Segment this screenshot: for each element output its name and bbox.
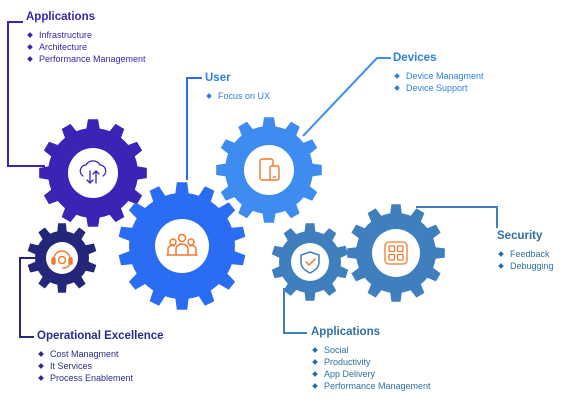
- list-item: Device Managment: [393, 70, 484, 82]
- list-item: Social: [311, 344, 431, 356]
- security-block: Security Feedback Debugging: [497, 230, 554, 272]
- devices-title: Devices: [393, 52, 437, 64]
- connector-applications-top: [7, 21, 45, 167]
- app-grid-icon: [384, 241, 408, 265]
- connector-applications-bottom: [283, 288, 307, 334]
- list-item: It Services: [37, 360, 164, 372]
- gear-devices-hub: [244, 145, 294, 195]
- list-item: Performance Management: [26, 53, 146, 65]
- gear-support-hub: [46, 242, 78, 274]
- list-item: App Delivery: [311, 368, 431, 380]
- security-title: Security: [497, 230, 543, 242]
- connector-operational: [19, 257, 37, 338]
- connector-user: [186, 77, 202, 180]
- gear-cloud-hub: [68, 148, 118, 198]
- connector-security: [416, 206, 498, 228]
- cloud-transfer-icon: [79, 160, 107, 184]
- list-item: Device Support: [393, 82, 484, 94]
- gear-user-hub: [155, 219, 209, 273]
- list-item: Process Enablement: [37, 372, 164, 384]
- list-item: Infrastructure: [26, 29, 146, 41]
- devices-block: Devices Device Managment Device Support: [393, 52, 484, 94]
- devices-list: Device Managment Device Support: [393, 70, 484, 94]
- list-item: Productivity: [311, 356, 431, 368]
- gear-shield-hub: [291, 243, 329, 281]
- applications-bottom-list: Social Productivity App Delivery Perform…: [311, 344, 431, 392]
- gear-grid-hub: [372, 229, 420, 277]
- applications-bottom-block: Applications Social Productivity App Del…: [311, 326, 431, 392]
- applications-top-block: Applications Infrastructure Architecture…: [26, 11, 146, 65]
- list-item: Debugging: [497, 260, 554, 272]
- security-list: Feedback Debugging: [497, 248, 554, 272]
- connector-devices: [302, 57, 391, 137]
- applications-bottom-title: Applications: [311, 326, 381, 338]
- shield-check-icon: [300, 251, 320, 274]
- team-users-icon: [166, 233, 198, 256]
- headset-support-icon: [51, 250, 73, 269]
- operational-list: Cost Managment It Services Process Enabl…: [37, 348, 164, 384]
- applications-top-list: Infrastructure Architecture Performance …: [26, 29, 146, 65]
- mobile-tablet-icon: [259, 158, 280, 181]
- operational-title: Operational Excellence: [37, 330, 164, 342]
- user-title: User: [205, 72, 231, 84]
- list-item: Cost Managment: [37, 348, 164, 360]
- list-item: Feedback: [497, 248, 554, 260]
- user-block: User Focus on UX: [205, 72, 270, 102]
- list-item: Architecture: [26, 41, 146, 53]
- user-list: Focus on UX: [205, 90, 270, 102]
- list-item: Focus on UX: [205, 90, 270, 102]
- list-item: Performance Management: [311, 380, 431, 392]
- operational-block: Operational Excellence Cost Managment It…: [37, 330, 164, 384]
- applications-top-title: Applications: [26, 11, 96, 23]
